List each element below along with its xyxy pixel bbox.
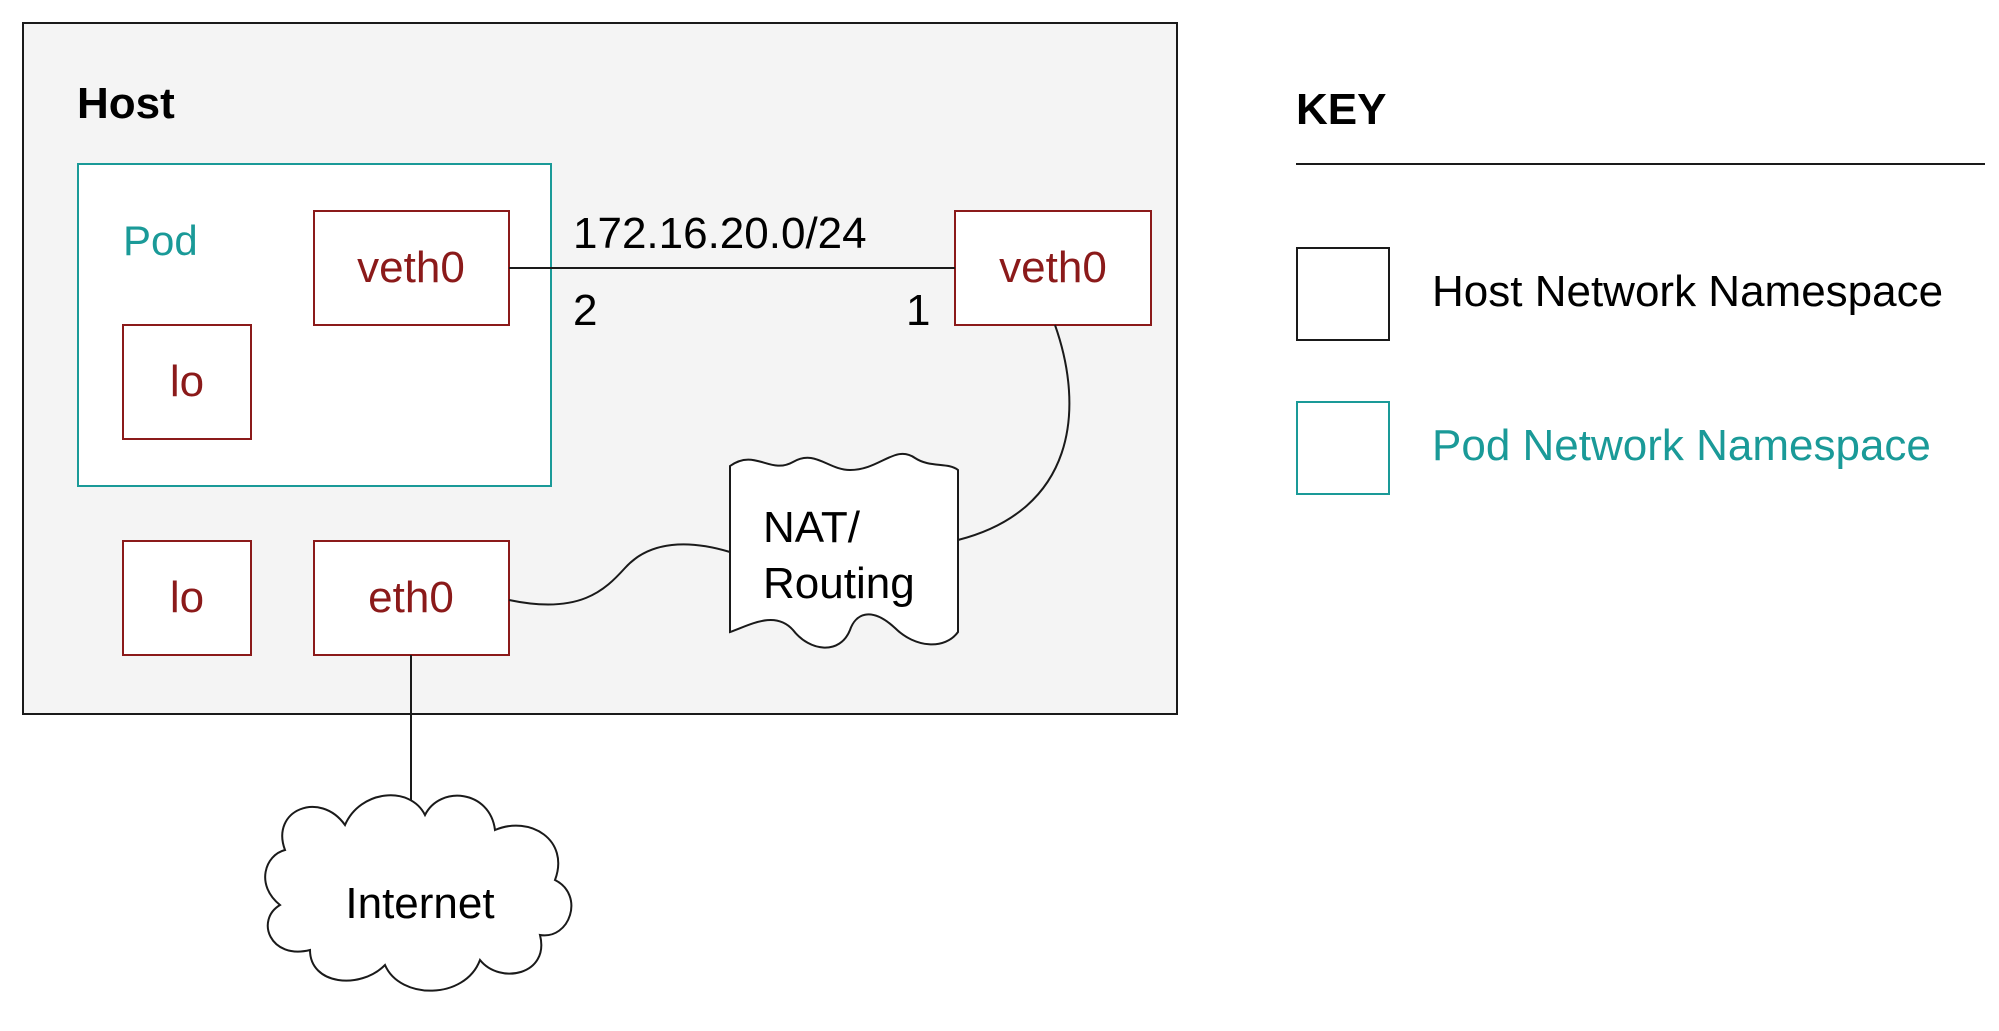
key-pod-label: Pod Network Namespace — [1432, 421, 1931, 470]
key-host-label: Host Network Namespace — [1432, 267, 1943, 316]
host-veth0-box — [954, 210, 1152, 326]
host-eth0-box — [313, 540, 510, 656]
pod-veth0-box — [313, 210, 510, 326]
pod-title: Pod — [123, 217, 198, 264]
host-title: Host — [77, 79, 175, 128]
host-eth0-label: eth0 — [368, 573, 454, 622]
key-title: KEY — [1296, 85, 1386, 134]
key-host-swatch — [1296, 247, 1390, 341]
internet-cloud — [264, 794, 573, 992]
nat-label-line1: NAT/ — [763, 503, 861, 552]
host-lo-label: lo — [170, 573, 204, 622]
host-lo-box — [122, 540, 252, 656]
pod-veth0-label: veth0 — [357, 243, 465, 292]
host-end-number: 1 — [906, 286, 930, 335]
nat-label-line2: Routing — [763, 559, 915, 608]
pod-lo-box — [122, 324, 252, 440]
veth-to-nat-link — [957, 324, 1071, 541]
pod-end-number: 2 — [573, 286, 597, 335]
key-pod-swatch — [1296, 401, 1390, 495]
nat-routing-shape — [729, 452, 959, 649]
internet-label: Internet — [345, 879, 494, 928]
host-veth0-label: veth0 — [999, 243, 1107, 292]
pod-lo-label: lo — [170, 357, 204, 406]
subnet-label: 172.16.20.0/24 — [573, 209, 867, 258]
eth0-to-nat-link — [508, 543, 731, 606]
